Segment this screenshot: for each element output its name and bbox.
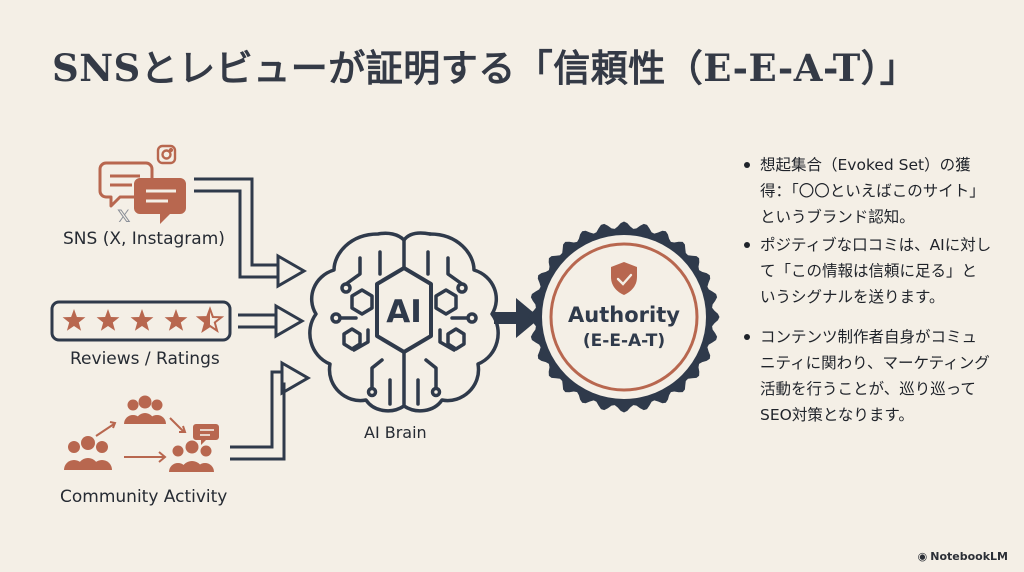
sns-icon-group: 𝕏 <box>98 144 186 227</box>
community-arrows <box>95 417 187 463</box>
instagram-icon <box>156 144 177 165</box>
people-group-right <box>169 424 219 472</box>
bullet-item: 想起集合（Evoked Set）の獲得：「〇〇といえばこのサイト」というブランド… <box>742 152 992 230</box>
people-group-top <box>124 395 166 424</box>
badge-eeat-text: (E-E-A-T) <box>583 331 665 351</box>
arrow-right-icon <box>238 303 306 339</box>
people-group-icon <box>64 395 219 472</box>
chat-bubble-filled-icon <box>134 178 186 224</box>
brain-circuit-icon <box>308 231 500 413</box>
star-partial-fill <box>198 309 210 331</box>
bullet-item: ポジティブな口コミは、AIに対して「この情報は信頼に足る」というシグナルを送りま… <box>742 232 992 310</box>
brain-ai-text: AI <box>386 294 422 330</box>
notebooklm-icon: ◉ <box>917 550 928 563</box>
arrow-right-icon <box>230 360 312 461</box>
bullet-item: コンテンツ制作者自身がコミュニティに関わり、マーケティング活動を行うことが、巡り… <box>742 324 992 428</box>
community-label: Community Activity <box>60 487 228 507</box>
shield-check-icon <box>611 262 637 295</box>
x-logo-icon: 𝕏 <box>117 207 131 227</box>
authority-badge <box>528 221 720 413</box>
chat-bubbles-icon <box>98 161 154 208</box>
star-icon <box>164 309 188 331</box>
people-group-left <box>64 436 112 470</box>
rating-stars <box>62 306 225 334</box>
sns-label: SNS (X, Instagram) <box>63 229 225 249</box>
arrow-right-icon <box>494 298 540 338</box>
connector-arrows <box>194 177 312 461</box>
page-title: SNSとレビューが証明する「信頼性（E-E-A-T）」 <box>52 46 918 90</box>
star-icon <box>96 309 120 331</box>
notebooklm-label: NotebookLM <box>930 550 1008 563</box>
star-icon <box>62 309 86 331</box>
badge-authority-text: Authority <box>568 303 680 327</box>
rating-bar <box>50 300 232 342</box>
brain-caption: AI Brain <box>364 423 427 442</box>
star-icon <box>130 309 154 331</box>
notebooklm-logo: ◉NotebookLM <box>918 550 1008 563</box>
bullet-list: 想起集合（Evoked Set）の獲得：「〇〇といえばこのサイト」というブランド… <box>742 152 992 428</box>
arrow-right-icon <box>194 177 308 289</box>
reviews-label: Reviews / Ratings <box>70 349 220 369</box>
